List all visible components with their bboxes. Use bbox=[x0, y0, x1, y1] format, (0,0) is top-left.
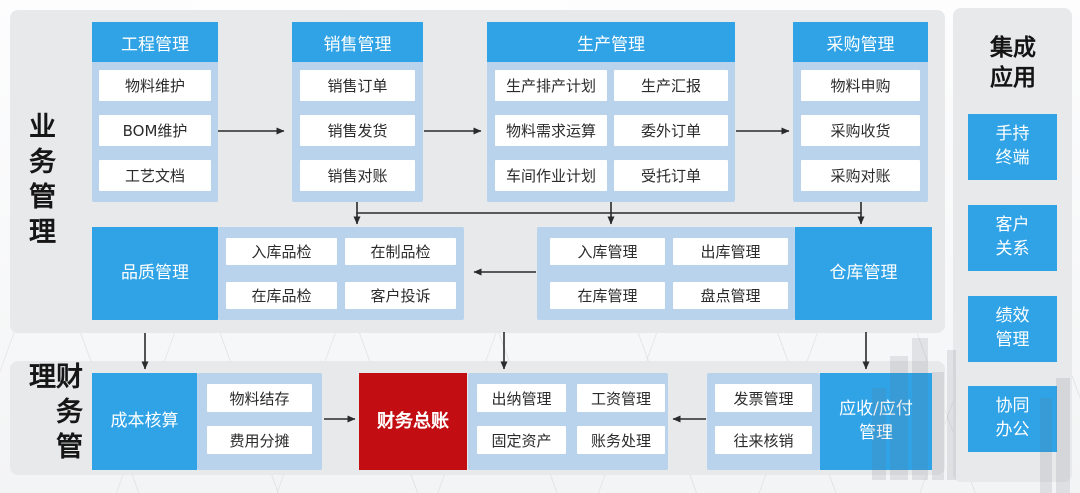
finance-section-label: 财务管理 bbox=[24, 362, 82, 467]
cost-accounting-box: 成本核算 bbox=[92, 373, 197, 470]
general-ledger-box: 财务总账 bbox=[359, 373, 467, 470]
app-performance-mgmt: 绩效 管理 bbox=[968, 296, 1057, 362]
module-bookkeeping: 账务处理 bbox=[577, 426, 665, 454]
module-stock-inspect: 在库品检 bbox=[226, 282, 337, 309]
module-production-schedule: 生产排产计划 bbox=[495, 70, 607, 101]
module-sales-order: 销售订单 bbox=[300, 70, 415, 101]
module-incoming-inspect: 入库品检 bbox=[226, 238, 337, 265]
module-purchase-reconcile: 采购对账 bbox=[801, 160, 920, 191]
module-fixed-assets: 固定资产 bbox=[477, 426, 566, 454]
integration-title: 集成 应用 bbox=[990, 35, 1036, 91]
module-invoice-mgmt: 发票管理 bbox=[715, 384, 812, 412]
module-customer-complaint: 客户投诉 bbox=[345, 282, 456, 309]
engineering-header: 工程管理 bbox=[92, 22, 218, 62]
purchasing-header: 采购管理 bbox=[793, 22, 928, 62]
business-section-label: 业务管理 bbox=[24, 112, 55, 252]
app-collaborative-office: 协同 办公 bbox=[968, 386, 1057, 452]
module-mrp-calc: 物料需求运算 bbox=[495, 115, 607, 146]
ar-ap-management-box: 应收/应付 管理 bbox=[820, 373, 932, 470]
module-inbound-mgmt: 入库管理 bbox=[550, 238, 665, 265]
module-sales-delivery: 销售发货 bbox=[300, 115, 415, 146]
module-transaction-writeoff: 往来核销 bbox=[715, 426, 812, 454]
app-customer-relationship: 客户 关系 bbox=[968, 205, 1057, 271]
module-cashier-mgmt: 出纳管理 bbox=[477, 384, 566, 412]
module-process-doc: 工艺文档 bbox=[99, 160, 211, 191]
module-outbound-mgmt: 出库管理 bbox=[673, 238, 788, 265]
module-sales-reconcile: 销售对账 bbox=[300, 160, 415, 191]
module-outsource-order: 委外订单 bbox=[614, 115, 728, 146]
module-material-request: 物料申购 bbox=[801, 70, 920, 101]
module-stock-mgmt: 在库管理 bbox=[550, 282, 665, 309]
module-payroll-mgmt: 工资管理 bbox=[577, 384, 665, 412]
module-material-maintain: 物料维护 bbox=[99, 70, 211, 101]
module-expense-allocation: 费用分摊 bbox=[207, 426, 312, 454]
quality-management-box: 品质管理 bbox=[92, 227, 218, 320]
production-header: 生产管理 bbox=[487, 22, 735, 62]
module-material-balance: 物料结存 bbox=[207, 384, 312, 412]
app-handheld-terminal: 手持 终端 bbox=[968, 114, 1057, 180]
module-bom-maintain: BOM维护 bbox=[99, 115, 211, 146]
sales-header: 销售管理 bbox=[292, 22, 423, 62]
module-production-report: 生产汇报 bbox=[614, 70, 728, 101]
module-inprocess-inspect: 在制品检 bbox=[345, 238, 456, 265]
warehouse-management-box: 仓库管理 bbox=[795, 227, 932, 320]
module-shopfloor-plan: 车间作业计划 bbox=[495, 160, 607, 191]
module-stocktake-mgmt: 盘点管理 bbox=[673, 282, 788, 309]
module-purchase-receive: 采购收货 bbox=[801, 115, 920, 146]
module-consign-order: 受托订单 bbox=[614, 160, 728, 191]
